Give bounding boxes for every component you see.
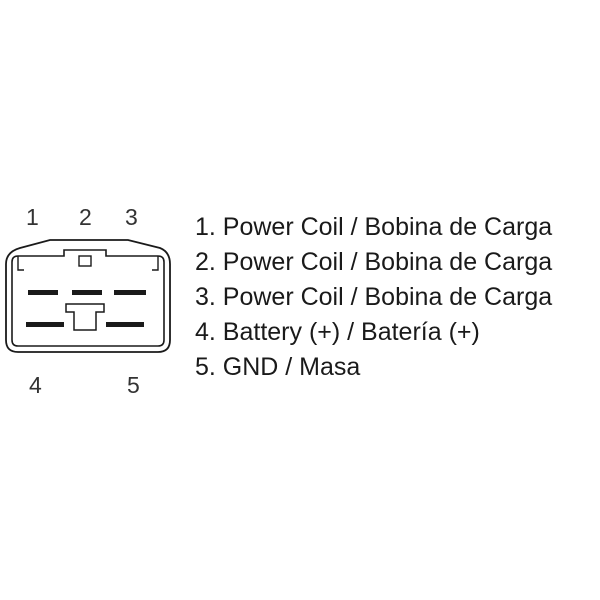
legend-item-4: 4. Battery (+) / Batería (+) [195, 318, 480, 346]
connector-tab-left [17, 256, 24, 271]
pin-legend: 1. Power Coil / Bobina de Carga 2. Power… [195, 210, 552, 385]
pin-2-terminal [72, 290, 102, 295]
connector-key-notch [78, 255, 92, 267]
legend-item-2: 2. Power Coil / Bobina de Carga [195, 248, 553, 276]
pin-label-4: 4 [29, 372, 42, 398]
legend-item-1: 1. Power Coil / Bobina de Carga [195, 213, 553, 241]
connector-tab-right [152, 256, 159, 271]
pin-label-5: 5 [127, 372, 140, 398]
connector-inner-housing [11, 249, 165, 347]
pin-3-terminal [114, 290, 146, 295]
pin-label-3: 3 [125, 204, 138, 230]
pin-5-terminal [106, 322, 144, 327]
pin-label-2: 2 [79, 204, 92, 230]
pin-4-terminal [26, 322, 64, 327]
connector-center-key [65, 303, 105, 331]
pin-1-terminal [28, 290, 58, 295]
legend-item-3: 3. Power Coil / Bobina de Carga [195, 283, 553, 311]
legend-item-5: 5. GND / Masa [195, 353, 361, 381]
pin-label-1: 1 [26, 204, 39, 230]
connector-outer-housing [5, 239, 171, 353]
